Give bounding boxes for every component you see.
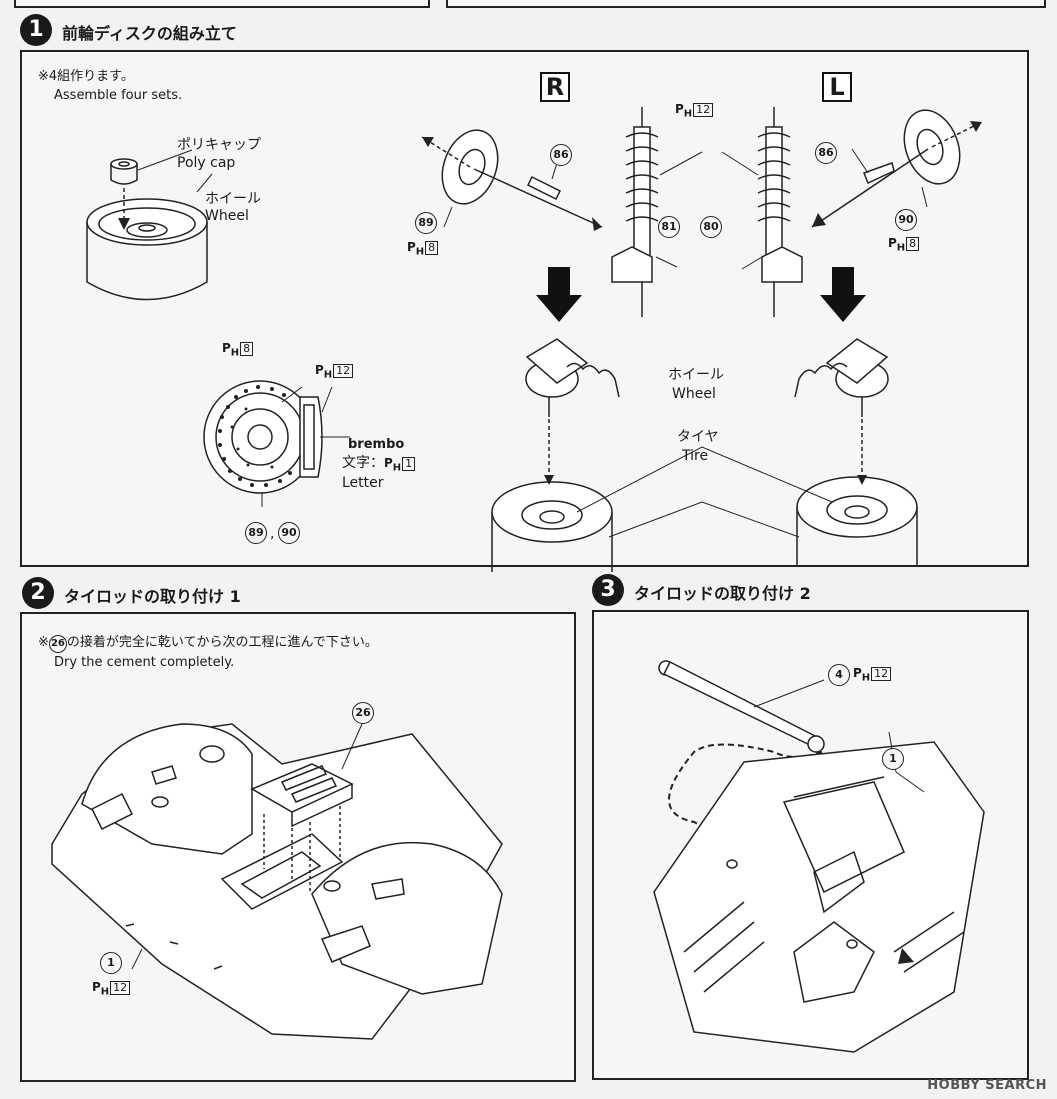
part-26-label: 26: [352, 702, 374, 724]
part-86-left: 86: [815, 142, 837, 164]
part-1-label-step2: 1: [100, 952, 122, 974]
wheel-label-jp: ホイール: [205, 191, 261, 207]
step-1-title: 前輪ディスクの組み立て: [62, 24, 237, 43]
tie-rod-drawing: [653, 660, 985, 1053]
part-4-label: 4: [828, 664, 850, 686]
part-81: 81: [658, 216, 680, 238]
step-1-note-en: Assemble four sets.: [54, 88, 183, 103]
step-1-note-jp: ※4組作ります。: [38, 69, 134, 84]
disc-parts-separator: ,: [270, 526, 275, 542]
part-89-disc: 89: [245, 522, 267, 544]
tire-label-jp: タイヤ: [677, 429, 719, 445]
right-strut-drawing: [421, 107, 703, 317]
part-89-right: 89: [415, 212, 437, 234]
polycap-label-jp: ポリキャップ: [177, 137, 261, 153]
tire-label-en: Tire: [682, 448, 709, 464]
side-r-marker: R: [540, 72, 570, 102]
side-l-marker: L: [822, 72, 852, 102]
part-90-disc: 90: [278, 522, 300, 544]
step-1-number: 1: [20, 14, 52, 46]
tire-wheel-label-jp: ホイール: [668, 367, 724, 383]
step-2-note-en: Dry the cement completely.: [54, 655, 235, 670]
watermark: HOBBY SEARCH: [927, 1078, 1047, 1093]
part-90-left: 90: [895, 209, 917, 231]
wheel-label-en: Wheel: [205, 208, 249, 224]
down-arrow-right: [536, 267, 582, 322]
down-arrow-left: [820, 267, 866, 322]
polycap-wheel-drawing: [86, 149, 213, 301]
top-frame-left: [14, 0, 430, 8]
brake-disc-drawing: [203, 380, 350, 507]
part-1-label-step3: 1: [882, 748, 904, 770]
part-80: 80: [700, 216, 722, 238]
polycap-label-en: Poly cap: [177, 155, 236, 171]
step-3-number: 3: [592, 574, 624, 606]
tire-assembly-drawing: [491, 338, 918, 572]
top-frame-right: [446, 0, 1046, 8]
step-2-title: タイロッドの取り付け 1: [64, 587, 241, 606]
chassis-drawing: [51, 723, 503, 1040]
part-86-right: 86: [550, 144, 572, 166]
letter-label-en: Letter: [342, 475, 384, 491]
brembo-label: brembo: [348, 437, 405, 452]
tire-wheel-label-en: Wheel: [672, 386, 716, 402]
step-2-number: 2: [22, 577, 54, 609]
step-3-title: タイロッドの取り付け 2: [634, 584, 811, 603]
left-strut-drawing: [721, 107, 983, 317]
step-1-panel: ※4組作ります。 Assemble four sets. ポリキャップ Poly…: [20, 50, 1029, 572]
